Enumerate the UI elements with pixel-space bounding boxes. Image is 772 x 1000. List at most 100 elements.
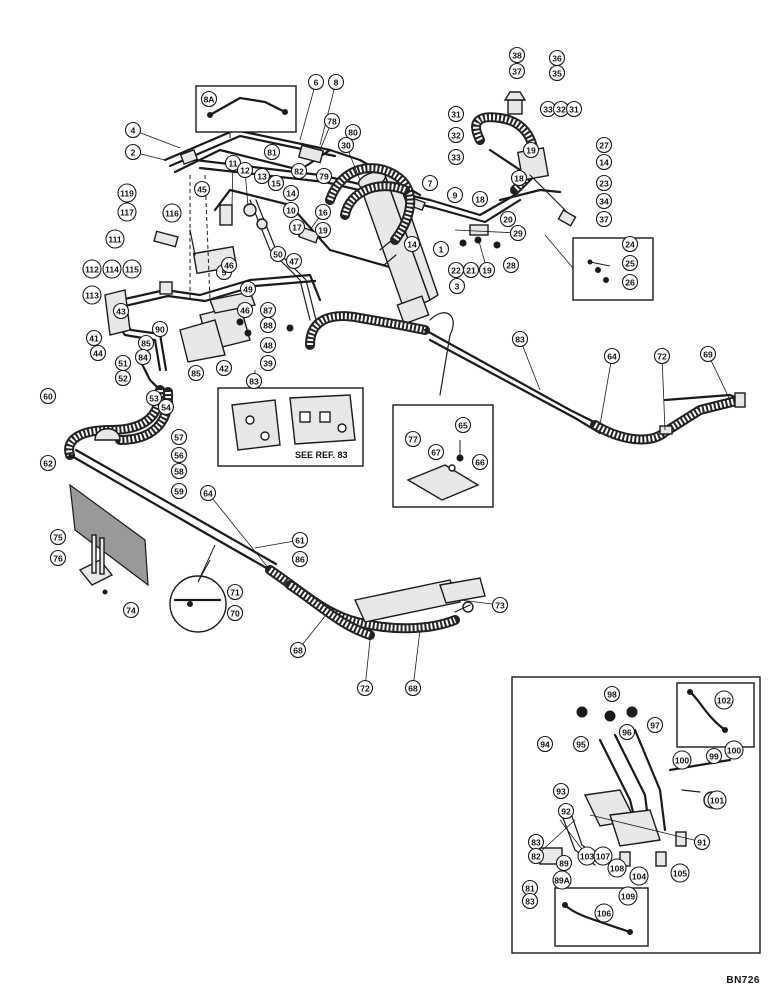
callout-number: 10 [286,206,296,216]
callout-number: 89 [559,859,569,869]
callout-number: 57 [174,433,184,443]
callout-number: 26 [625,278,635,288]
callout-number: 2 [131,148,136,158]
callout-number: 18 [475,195,485,205]
callout-number: 83 [531,838,541,848]
callout-number: 107 [596,852,610,862]
callout-number: 42 [219,364,229,374]
callout-number: 100 [675,756,689,766]
callout-number: 98 [607,690,617,700]
callout-4: 4 [124,121,181,149]
callout-83: 83 [521,892,539,910]
callout-117: 117 [117,202,137,222]
callout-number: 93 [556,787,566,797]
callout-28: 28 [502,256,520,274]
callout-21: 21 [462,261,480,279]
callout-15: 15 [267,174,285,192]
callout-85: 85 [187,364,205,382]
callout-number: 49 [243,285,253,295]
callout-number: 44 [93,349,103,359]
callout-18: 18 [471,190,489,208]
callout-46: 46 [236,301,254,319]
callout-107: 107 [593,846,613,866]
callout-number: 19 [318,226,328,236]
callout-31: 31 [565,100,583,118]
callout-70: 70 [226,604,244,622]
callout-74: 74 [122,601,140,619]
callout-42: 42 [215,359,233,377]
callout-number: 31 [451,110,461,120]
callout-119: 119 [117,183,137,203]
callout-number: 91 [697,838,707,848]
callout-29: 29 [454,224,527,242]
callout-number: 94 [540,740,550,750]
callout-number: 29 [513,229,523,239]
callout-60: 60 [39,387,57,405]
callout-number: 104 [632,872,646,882]
callout-78: 78 [319,112,341,151]
callout-57: 57 [170,428,188,446]
callout-3: 3 [448,277,466,295]
callout-number: 12 [240,166,250,176]
callout-number: 46 [240,306,250,316]
callout-100: 100 [724,740,744,760]
callout-41: 41 [85,329,103,347]
callout-58: 58 [170,462,188,480]
callout-37: 37 [508,62,526,80]
callout-number: 19 [526,146,536,156]
callout-61: 61 [254,531,309,549]
callout-32: 32 [447,126,465,144]
callout-number: 4 [131,126,136,136]
callout-25: 25 [621,254,639,272]
callout-97: 97 [646,716,664,734]
callout-number: 82 [294,167,304,177]
callout-91: 91 [589,814,711,851]
callout-number: 68 [293,646,303,656]
callout-32: 32 [552,100,570,118]
callout-113: 113 [82,285,102,305]
callout-1: 1 [432,240,450,258]
callout-34: 34 [595,192,613,210]
callout-35: 35 [548,64,566,82]
callout-100: 100 [672,750,692,770]
callout-53: 53 [145,389,163,407]
callout-13: 13 [253,167,271,185]
callout-number: 25 [625,259,635,269]
callout-number: 67 [431,448,441,458]
callout-number: 80 [348,128,358,138]
callout-number: 96 [622,728,632,738]
callout-number: 111 [108,235,122,245]
callout-23: 23 [595,174,613,192]
callout-number: 78 [327,117,337,127]
control-lever-inset [511,676,761,954]
callout-number: 90 [155,325,165,335]
see-ref-label: SEE REF. 83 [295,450,348,460]
callout-68: 68 [404,629,422,697]
callout-number: 100 [727,746,741,756]
callout-116: 116 [162,203,182,223]
callout-17: 17 [288,218,306,236]
callout-44: 44 [89,344,107,362]
callout-90: 90 [151,320,169,338]
callout-number: 71 [230,588,240,598]
callout-number: 28 [506,261,516,271]
callout-87: 87 [259,301,277,319]
callout-number: 64 [203,489,213,499]
callout-number: 52 [118,374,128,384]
callout-number: 33 [543,105,553,115]
callout-number: 106 [597,909,611,919]
callout-number: 8 [334,78,339,88]
callout-12: 12 [236,161,254,207]
callout-number: 54 [161,403,171,413]
callout-2: 2 [124,143,166,161]
callout-24: 24 [621,235,639,253]
callout-number: 64 [607,352,617,362]
callout-82: 82 [527,819,576,865]
callout-73: 73 [459,596,509,614]
callout-26: 26 [621,273,639,291]
callout-39: 39 [259,354,277,372]
callout-number: 53 [149,394,159,404]
callout-number: 17 [292,223,302,233]
callout-number: 99 [709,752,719,762]
callout-75: 75 [49,528,67,546]
